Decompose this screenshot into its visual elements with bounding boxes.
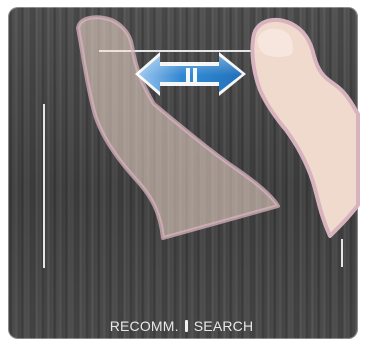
left-right-arrow-icon bbox=[135, 52, 246, 96]
mode-separator-icon bbox=[185, 320, 188, 332]
recomm-label: RECOMM. bbox=[110, 318, 179, 334]
mode-hint: RECOMM. SEARCH bbox=[110, 318, 254, 334]
left-finger-icon bbox=[78, 17, 278, 238]
mode-hint-footer: RECOMM. SEARCH bbox=[0, 318, 367, 340]
search-label: SEARCH bbox=[194, 318, 254, 334]
